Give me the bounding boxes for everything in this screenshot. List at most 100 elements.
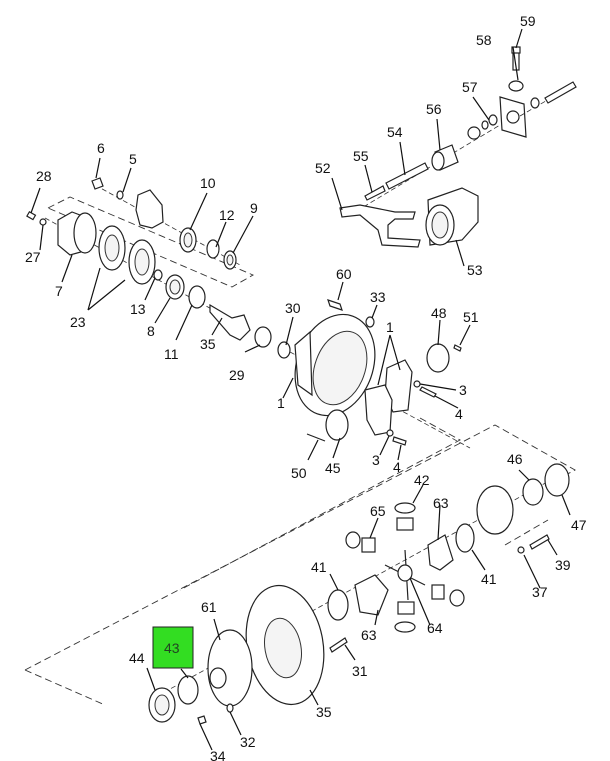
part-58-washer[interactable] <box>508 80 524 92</box>
part-1-bearing-cap[interactable] <box>364 384 393 436</box>
part-63-side-gear[interactable] <box>354 574 389 616</box>
part-3-washer[interactable] <box>386 429 394 437</box>
part-60-breather[interactable] <box>327 299 343 311</box>
part-27-washer[interactable] <box>39 218 47 226</box>
part-3-washer[interactable] <box>413 380 421 388</box>
callout-63-lower[interactable]: 63 <box>361 627 377 643</box>
part-52-shift-fork[interactable] <box>339 204 421 248</box>
callout-59[interactable]: 59 <box>520 13 536 29</box>
part-39-bolt[interactable] <box>529 534 550 550</box>
callout-50[interactable]: 50 <box>291 465 307 481</box>
part-46-bearing-cone[interactable] <box>522 478 544 506</box>
callout-35-pinion[interactable]: 35 <box>200 336 216 352</box>
part-55-spring[interactable] <box>364 185 386 201</box>
part-32-washer[interactable] <box>226 703 234 713</box>
callout-31[interactable]: 31 <box>352 663 368 679</box>
callout-61[interactable]: 61 <box>201 599 217 615</box>
callout-42[interactable]: 42 <box>414 472 430 488</box>
adjusting-screw[interactable] <box>544 81 577 104</box>
part-5-washer[interactable] <box>116 190 124 200</box>
side-pinion[interactable] <box>397 601 415 615</box>
part-63-side-gear[interactable] <box>427 534 454 571</box>
callout-60[interactable]: 60 <box>336 266 352 282</box>
callout-11[interactable]: 11 <box>164 346 179 362</box>
callout-56[interactable]: 56 <box>426 101 442 117</box>
callout-48[interactable]: 48 <box>431 305 447 321</box>
part-34-nut[interactable] <box>197 715 207 725</box>
callout-6[interactable]: 6 <box>97 140 105 156</box>
callout-55[interactable]: 55 <box>353 148 369 164</box>
callout-64[interactable]: 64 <box>427 620 443 636</box>
part-29-bearing-cup[interactable] <box>254 326 272 348</box>
part-11-bearing-cone[interactable] <box>188 285 206 309</box>
part-45-adjuster[interactable] <box>325 409 349 441</box>
callout-39[interactable]: 39 <box>555 557 571 573</box>
part-28-bolt[interactable] <box>26 210 37 221</box>
part-65-pinion[interactable] <box>361 537 376 553</box>
callout-1-housing[interactable]: 1 <box>277 395 285 411</box>
callout-29[interactable]: 29 <box>229 367 245 383</box>
part-31-bolt[interactable] <box>329 637 348 653</box>
callout-33[interactable]: 33 <box>370 289 386 305</box>
part-37-nut[interactable] <box>517 546 525 554</box>
callout-57[interactable]: 57 <box>462 79 478 95</box>
part-4-bolt[interactable] <box>419 386 437 398</box>
callout-54[interactable]: 54 <box>387 124 403 140</box>
callout-9[interactable]: 9 <box>250 200 258 216</box>
callout-52[interactable]: 52 <box>315 160 331 176</box>
callout-8[interactable]: 8 <box>147 323 155 339</box>
callout-1-caps[interactable]: 1 <box>386 319 394 335</box>
callout-58[interactable]: 58 <box>476 32 492 48</box>
callout-43-highlighted[interactable]: 43 <box>164 640 180 656</box>
callout-13[interactable]: 13 <box>130 301 146 317</box>
part-50-cotter-pin[interactable] <box>306 433 326 442</box>
part-35-drive-pinion[interactable] <box>209 303 251 341</box>
callout-37[interactable]: 37 <box>532 584 548 600</box>
side-pinion[interactable] <box>396 517 414 531</box>
callout-45[interactable]: 45 <box>325 460 341 476</box>
part-65-washer[interactable] <box>345 531 361 549</box>
callout-46[interactable]: 46 <box>507 451 523 467</box>
part-61-differential-case[interactable] <box>207 629 253 707</box>
callout-44[interactable]: 44 <box>129 650 145 666</box>
callout-35-ring-gear[interactable]: 35 <box>316 704 332 720</box>
callout-30[interactable]: 30 <box>285 300 301 316</box>
callout-4-upper[interactable]: 4 <box>455 406 463 422</box>
callout-34[interactable]: 34 <box>210 748 226 761</box>
companion-yoke[interactable] <box>135 189 164 229</box>
callout-3-lower[interactable]: 3 <box>372 452 380 468</box>
part-43-bearing-cone[interactable] <box>177 675 199 705</box>
part-13-spacer[interactable] <box>153 269 163 281</box>
part-51-cotter-pin[interactable] <box>453 344 462 352</box>
part-41-thrust-washer[interactable] <box>455 523 475 553</box>
highlighted-part-43-box[interactable] <box>152 626 194 669</box>
part-54-shift-shaft[interactable] <box>385 162 429 190</box>
part-48-adjuster[interactable] <box>426 343 450 373</box>
callout-41-right[interactable]: 41 <box>481 571 497 587</box>
part-4-bolt[interactable] <box>392 436 407 446</box>
part-47-bearing-cup[interactable] <box>544 463 570 497</box>
callout-7[interactable]: 7 <box>55 283 63 299</box>
callout-63-upper[interactable]: 63 <box>433 495 449 511</box>
part-41-thrust-washer[interactable] <box>327 589 349 621</box>
callout-32[interactable]: 32 <box>240 734 256 750</box>
part-57-o-ring[interactable] <box>488 114 498 126</box>
callout-12[interactable]: 12 <box>219 207 235 223</box>
callout-65[interactable]: 65 <box>370 503 386 519</box>
callout-47[interactable]: 47 <box>571 517 587 533</box>
callout-23[interactable]: 23 <box>70 314 86 330</box>
callout-41-left[interactable]: 41 <box>311 559 327 575</box>
part-12-bearing-cone[interactable] <box>206 239 220 259</box>
callout-5[interactable]: 5 <box>129 151 137 167</box>
callout-51[interactable]: 51 <box>463 309 479 325</box>
part-6-nut[interactable] <box>91 177 104 190</box>
callout-3-upper[interactable]: 3 <box>459 382 467 398</box>
part-42-thrust-washer[interactable] <box>394 502 416 514</box>
callout-10[interactable]: 10 <box>200 175 216 191</box>
part-33-plug[interactable] <box>365 316 375 328</box>
callout-28[interactable]: 28 <box>36 168 52 184</box>
differential-case-half[interactable] <box>476 485 514 535</box>
callout-27[interactable]: 27 <box>25 249 41 265</box>
callout-4-lower[interactable]: 4 <box>393 459 401 475</box>
part-30-snap-ring[interactable] <box>277 341 291 359</box>
